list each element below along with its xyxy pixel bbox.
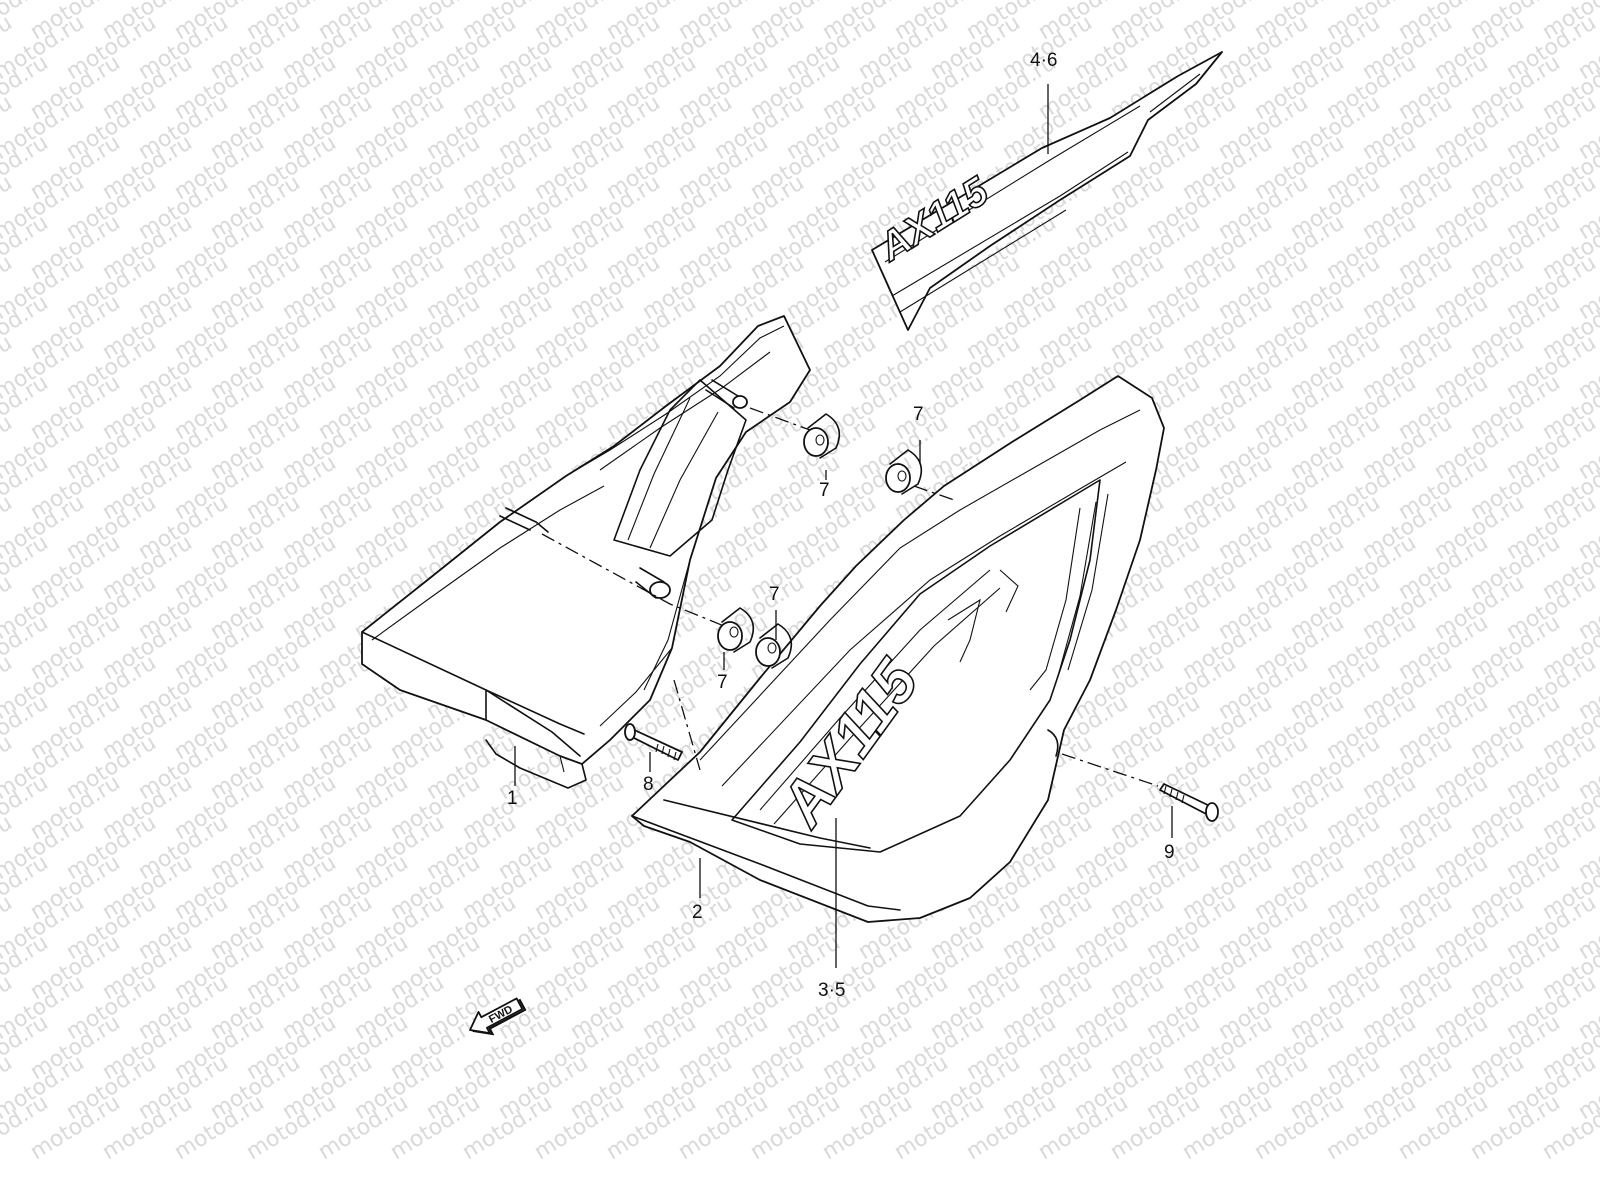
callout-7-upper-left: 7 <box>819 480 830 501</box>
watermark-layer: motod.rumotod.rumotod.rumotod.rumotod.ru… <box>0 0 1600 1165</box>
callout-2: 2 <box>692 902 703 923</box>
callout-4-6: 4·6 <box>1030 50 1057 71</box>
callout-7-upper-right: 7 <box>913 404 924 425</box>
callout-3-5: 3·5 <box>818 980 845 1001</box>
callout-7-lower-left: 7 <box>717 672 728 693</box>
watermark-text: motod.ru <box>1574 0 1600 5</box>
callout-9: 9 <box>1164 842 1175 863</box>
callout-1: 1 <box>507 788 518 809</box>
callout-7-lower-right: 7 <box>769 584 780 605</box>
callout-8: 8 <box>643 774 654 795</box>
